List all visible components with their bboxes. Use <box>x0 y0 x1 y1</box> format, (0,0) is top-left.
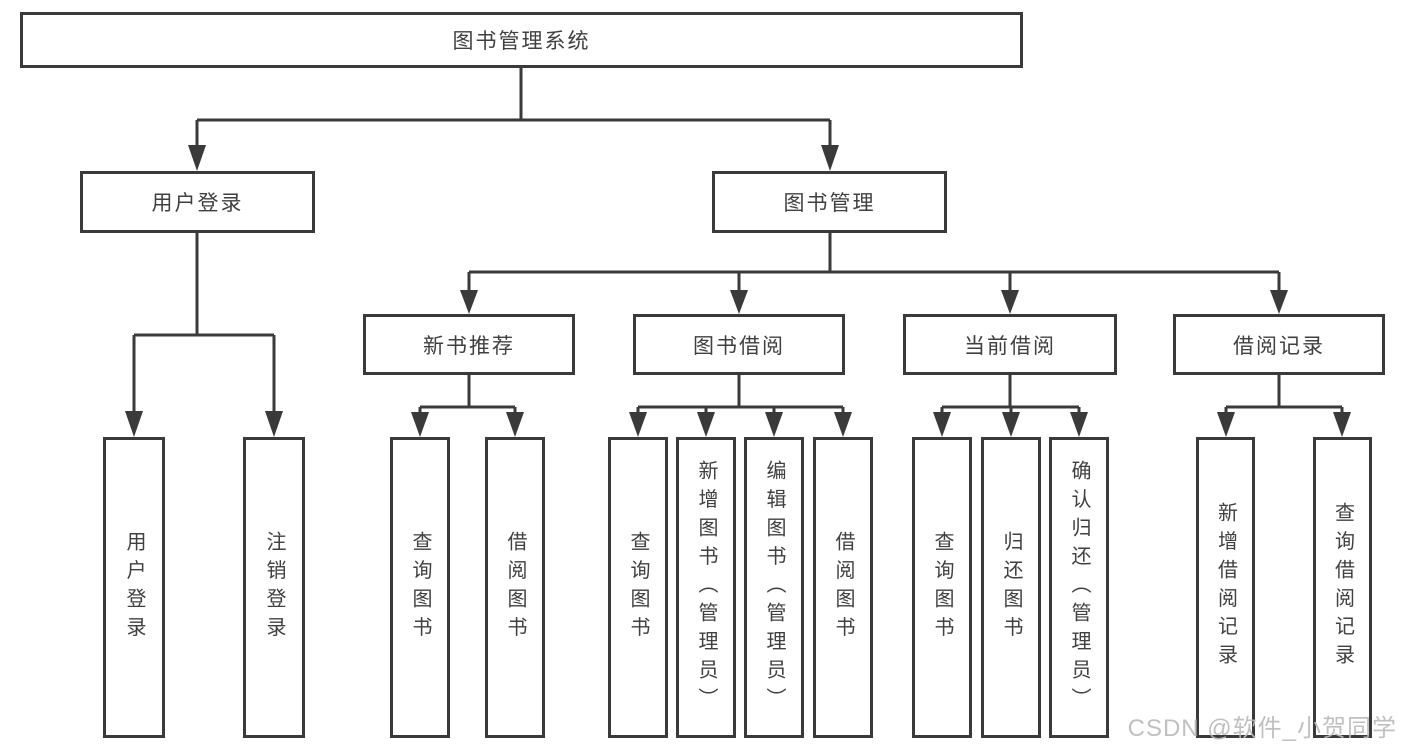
leaf-edit-books-admin: 编辑图书（管理员） <box>744 437 804 738</box>
node-current-borrowing: 当前借阅 <box>903 314 1117 375</box>
node-user-login: 用户登录 <box>80 171 315 233</box>
leaf-add-books-admin: 新增图书（管理员） <box>676 437 736 738</box>
node-library-management-system: 图书管理系统 <box>20 12 1023 68</box>
leaf-borrow-books: 借阅图书 <box>813 437 873 738</box>
node-borrowing-records: 借阅记录 <box>1173 314 1385 375</box>
leaf-logout: 注销登录 <box>243 437 305 738</box>
node-label: 借阅记录 <box>1233 334 1325 358</box>
node-new-book-recommendation: 新书推荐 <box>363 314 575 375</box>
leaf-return-books: 归还图书 <box>981 437 1041 738</box>
leaf-add-borrow-record: 新增借阅记录 <box>1196 437 1255 738</box>
leaf-user-login: 用户登录 <box>103 437 165 738</box>
leaf-confirm-return-admin: 确认归还（管理员） <box>1049 437 1109 738</box>
node-label: 图书管理 <box>783 192 876 215</box>
leaf-query-borrow-record: 查询借阅记录 <box>1313 437 1372 738</box>
node-label: 当前借阅 <box>964 334 1056 358</box>
leaf-query-books-borrowing: 查询图书 <box>608 437 668 738</box>
node-label: 图书管理系统 <box>452 30 591 53</box>
csdn-watermark: CSDN @软件_小贺同学 <box>1127 715 1397 742</box>
node-book-borrowing: 图书借阅 <box>633 314 845 375</box>
node-label: 新书推荐 <box>423 334 515 358</box>
leaf-borrow-books-recommend: 借阅图书 <box>485 437 545 738</box>
node-label: 用户登录 <box>151 192 244 215</box>
leaf-query-books-recommend: 查询图书 <box>390 437 450 738</box>
node-label: 图书借阅 <box>693 334 785 358</box>
leaf-query-books-current: 查询图书 <box>912 437 972 738</box>
node-book-management: 图书管理 <box>712 171 947 233</box>
